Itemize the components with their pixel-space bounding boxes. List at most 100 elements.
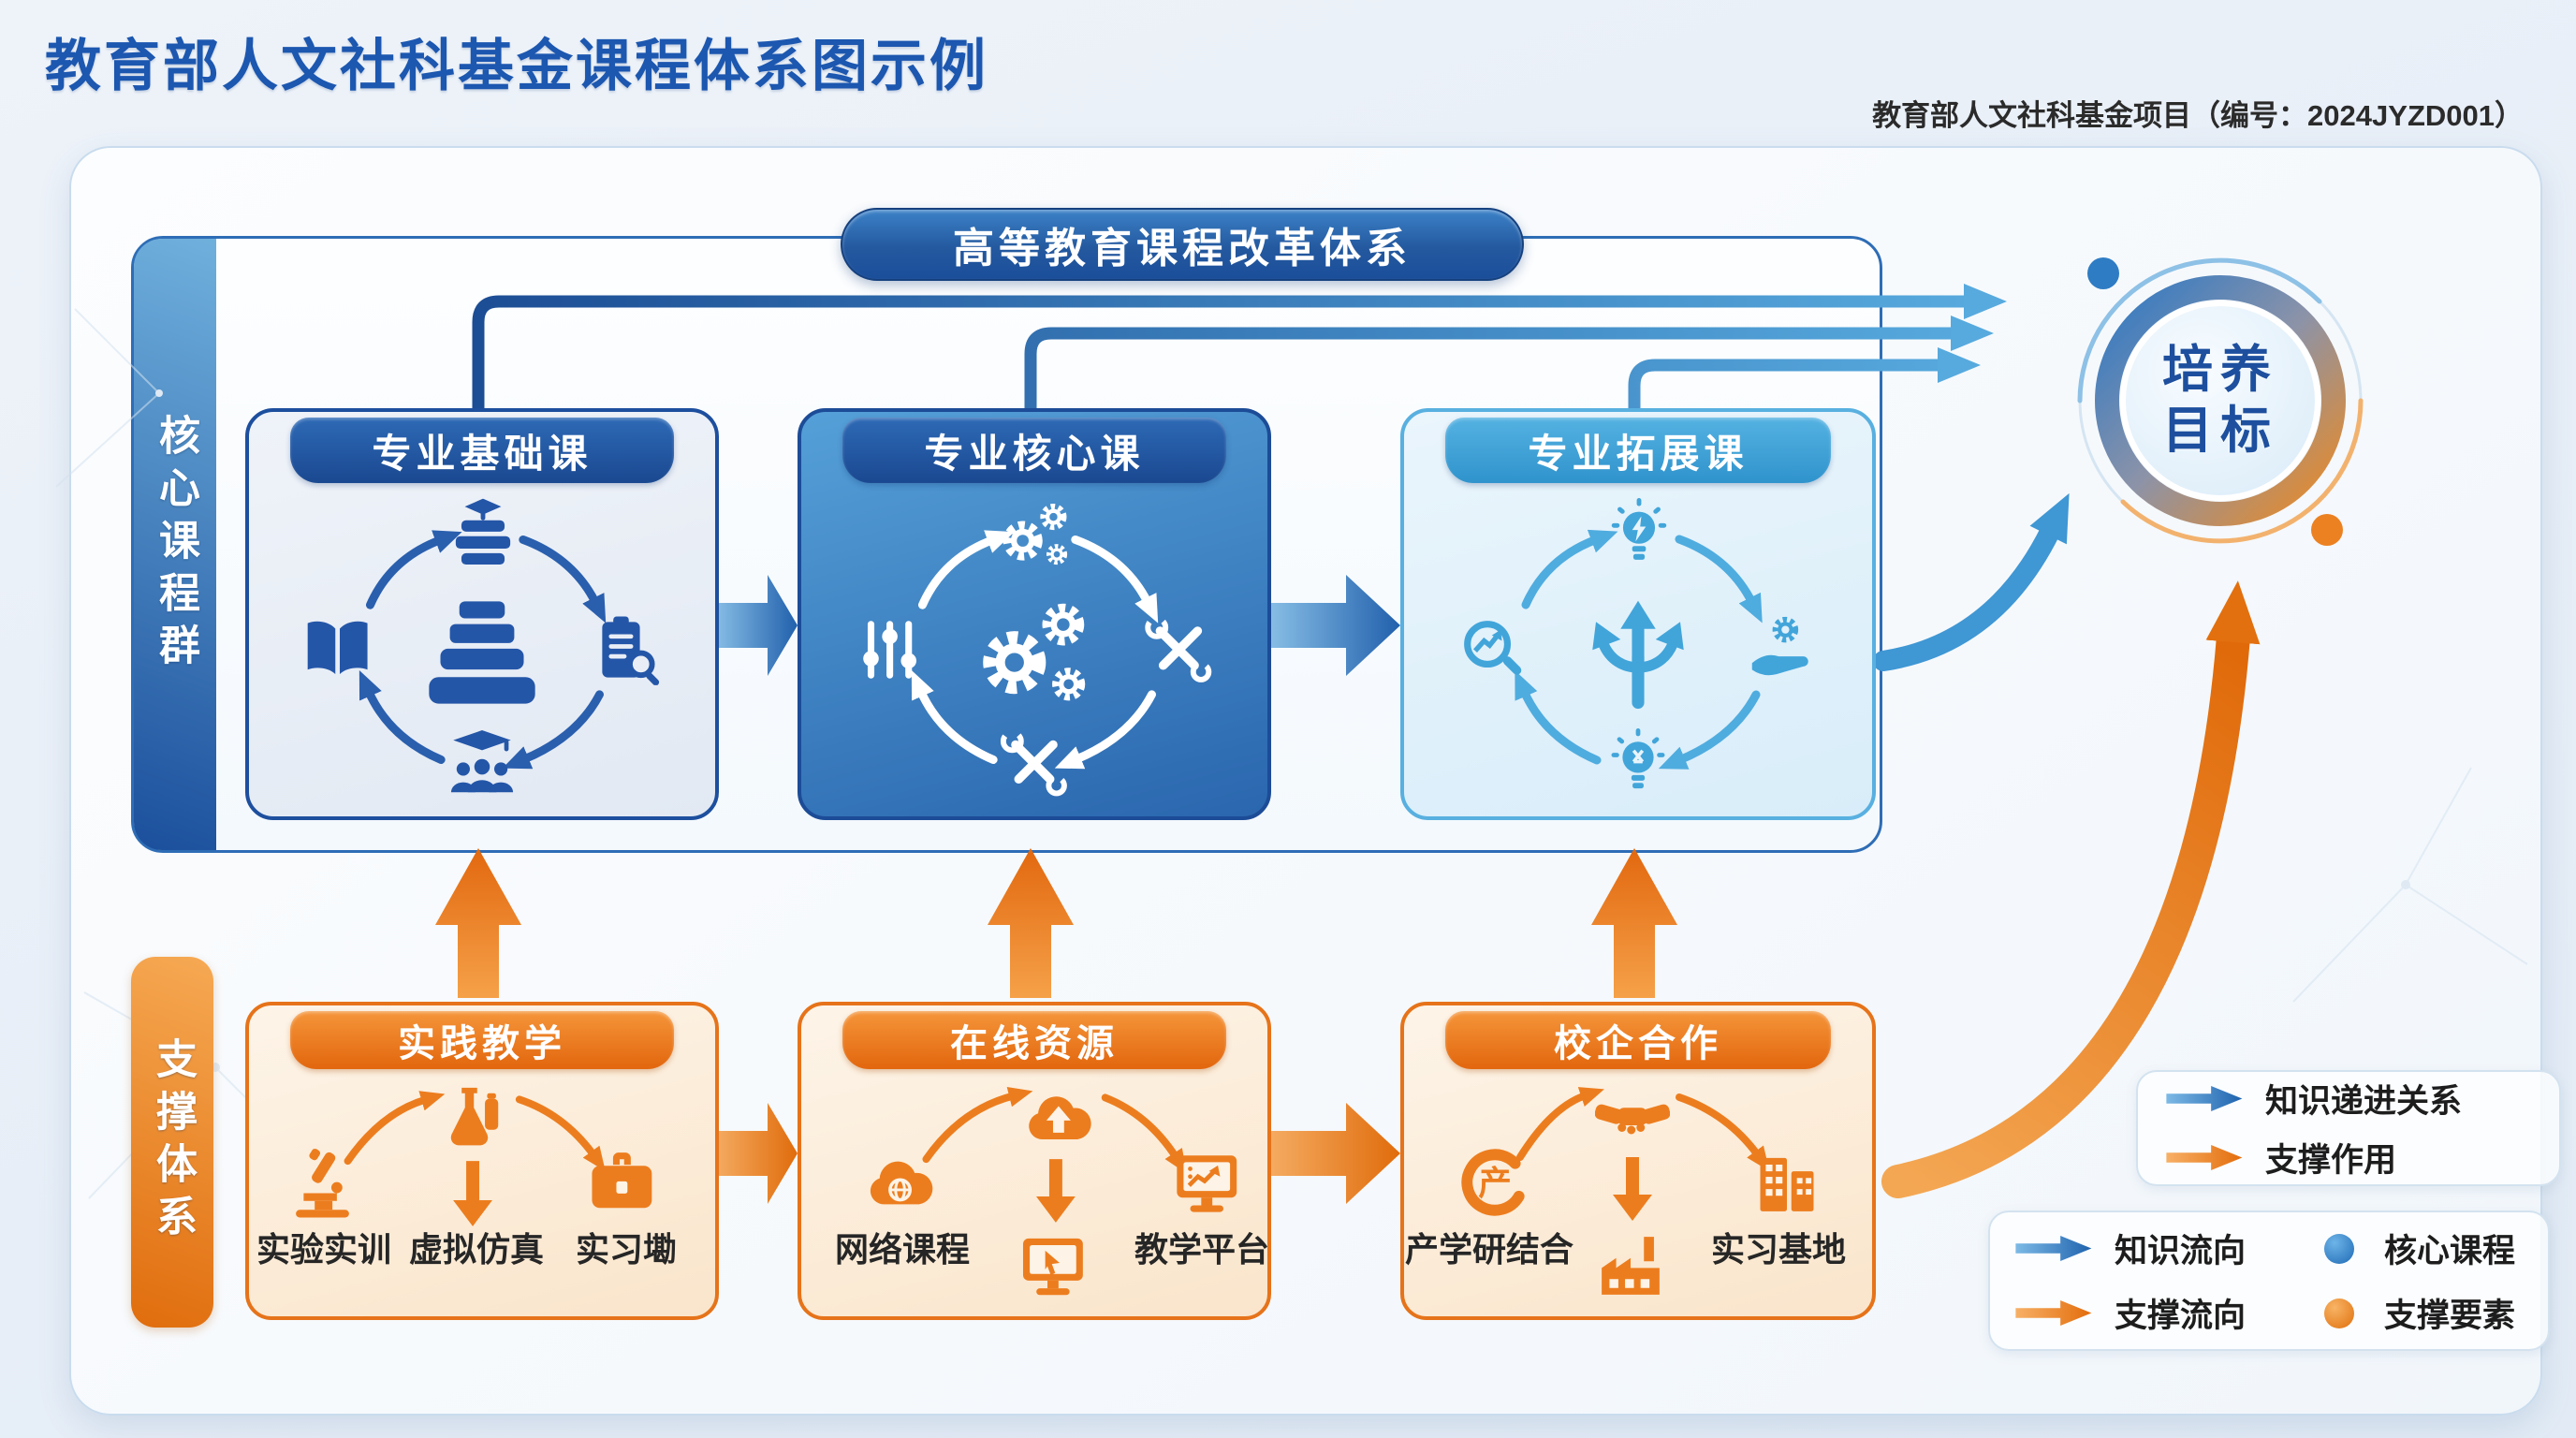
bulb-icon <box>1609 728 1667 790</box>
page-title: 教育部人文社科基金课程体系图示例 <box>45 35 988 97</box>
course-core-cycle <box>863 491 1267 809</box>
graduates-icon <box>450 730 514 793</box>
course-box-core: 专业核心课 <box>798 408 1271 820</box>
flask-icon <box>450 1087 499 1146</box>
legend-row-support-role: 支撑作用 <box>2166 1134 2559 1181</box>
book-stack-icon <box>429 601 535 704</box>
reform-system-banner: 高等教育课程改革体系 <box>841 208 1524 281</box>
gear-cluster-icon <box>989 608 1081 697</box>
cooperation-label-1: 产学研结合 <box>1404 1230 1574 1269</box>
practice-label-3: 实习墈 <box>575 1230 678 1269</box>
support-practice-graphic <box>296 1087 652 1226</box>
legend-label: 知识递进关系 <box>2265 1083 2463 1120</box>
cloud-globe-icon <box>869 1159 935 1207</box>
knowledge-flow-connector-2 <box>1024 315 1994 412</box>
branch-arrows-icon <box>1592 601 1684 703</box>
core-arrow-2-3 <box>1260 575 1400 676</box>
blue-arrow-icon <box>2166 1086 2243 1111</box>
support-box-cooperation-title: 校企合作 <box>1445 1011 1831 1069</box>
legend-label: 核心课程 <box>2384 1233 2516 1269</box>
goal-inner-disc <box>2120 301 2320 501</box>
legend-label: 支撑要素 <box>2384 1298 2516 1334</box>
cloud-upload-icon <box>1029 1096 1091 1139</box>
down-arrow <box>453 1161 492 1226</box>
clipboard-search-icon <box>602 617 660 687</box>
legend-row-knowledge-relation: 知识递进关系 <box>2166 1075 2559 1123</box>
legend-relations: 知识递进关系 支撑作用 <box>2136 1070 2561 1186</box>
down-arrow <box>1613 1157 1652 1221</box>
support-box-practice-title: 实践教学 <box>290 1011 674 1069</box>
support-box-cooperation: 校企合作 产学研结合 实习基地 <box>1400 1002 1876 1320</box>
support-box-practice: 实践教学 实验实训 虚拟仿真 实习墈 <box>245 1002 719 1320</box>
practice-label-1: 实验实训 <box>256 1230 392 1269</box>
core-band-label: 核心课程群 <box>153 413 198 676</box>
buildings-icon <box>1760 1157 1814 1211</box>
blue-dot-icon <box>2324 1233 2354 1264</box>
course-basic-cycle <box>307 498 715 793</box>
support-up-arrow-2 <box>988 848 1074 998</box>
crossed-tools-icon <box>1003 732 1064 793</box>
handshake-icon <box>1595 1103 1670 1135</box>
down-arrow <box>1035 1159 1076 1223</box>
orange-arrow-icon <box>2015 1300 2092 1326</box>
support-online-graphic <box>869 1086 1267 1296</box>
goal-outer-arc-blue <box>2077 257 2322 404</box>
chart-search-icon <box>1468 624 1524 677</box>
online-label-2: 教学平台 <box>1134 1230 1270 1269</box>
blue-arrow-icon <box>2015 1236 2092 1261</box>
goal-orange-dot <box>2311 514 2343 546</box>
online-label-1: 网络课程 <box>834 1230 971 1269</box>
knowledge-flow-connector-3 <box>1628 347 1981 412</box>
course-box-extend-title: 专业拓展课 <box>1445 418 1831 483</box>
knowledge-flow-connector-1 <box>472 284 2007 412</box>
monitor-chart-icon <box>1177 1155 1237 1211</box>
legend-label: 支撑流向 <box>2115 1298 2247 1334</box>
goal-line-1: 培养 <box>2162 342 2278 399</box>
legend-elements: 知识流向 核心课程 支撑流向 支撑要素 <box>1988 1211 2550 1351</box>
support-up-arrow-3 <box>1591 848 1677 998</box>
support-up-arrow-1 <box>435 848 521 998</box>
support-arrow-1-2 <box>710 1103 798 1204</box>
sliders-icon <box>863 621 917 679</box>
goal-blue-dot <box>2087 257 2119 289</box>
course-box-basic: 专业基础课 <box>245 408 719 820</box>
support-box-online: 在线资源 网络课程 教学平台 <box>798 1002 1271 1320</box>
support-to-goal-arrow <box>1881 580 2261 1198</box>
course-box-core-title: 专业核心课 <box>842 418 1226 483</box>
course-box-extend: 专业拓展课 <box>1400 408 1876 820</box>
legend-row-core-course: 核心课程 <box>2296 1225 2539 1272</box>
monitor-cursor-icon <box>1022 1238 1083 1296</box>
core-band: 核心课程群 <box>134 239 216 850</box>
core-to-goal-arrow <box>1873 492 2070 671</box>
support-band: 支撑体系 <box>131 957 213 1328</box>
cooperation-label-2: 实习基地 <box>1710 1230 1847 1269</box>
legend-row-support-element: 支撑要素 <box>2296 1289 2539 1337</box>
support-band-label: 支撑体系 <box>150 1037 196 1247</box>
goal-outer-arc-orange <box>2120 398 2364 544</box>
legend-row-knowledge-flow: 知识流向 <box>2015 1225 2296 1272</box>
core-arrow-1-2 <box>710 575 798 676</box>
project-reference: 教育部人文社科基金项目（编号：2024JYZD001） <box>1872 99 2524 132</box>
gears-icon <box>1007 506 1065 563</box>
course-extend-cycle <box>1404 498 1872 790</box>
goal-circle <box>2077 257 2364 546</box>
wrench-screwdriver-icon <box>1148 619 1208 680</box>
idea-bulb-icon <box>1611 498 1667 560</box>
factory-icon <box>1602 1237 1660 1295</box>
goal-label: 培养 目标 <box>2117 296 2323 506</box>
microscope-icon <box>296 1149 349 1218</box>
orange-dot-icon <box>2324 1298 2354 1328</box>
support-cooperation-graphic <box>1404 1087 1814 1295</box>
hand-gear-icon <box>1752 620 1808 675</box>
briefcase-icon <box>592 1152 652 1209</box>
legend-label: 知识流向 <box>2115 1233 2247 1269</box>
legend-label: 支撑作用 <box>2265 1142 2397 1179</box>
goal-gradient-ring <box>2095 275 2346 526</box>
support-arrow-2-3 <box>1260 1103 1400 1204</box>
practice-label-2: 虚拟仿真 <box>408 1230 545 1269</box>
legend-row-support-flow: 支撑流向 <box>2015 1289 2296 1337</box>
course-box-basic-title: 专业基础课 <box>290 418 674 483</box>
goal-line-2: 目标 <box>2162 403 2278 459</box>
orange-arrow-icon <box>2166 1145 2243 1170</box>
